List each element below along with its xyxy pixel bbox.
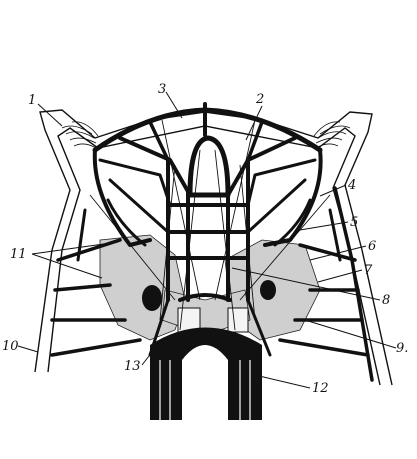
label-6: 6: [368, 239, 376, 254]
label-5: 5: [350, 215, 358, 230]
right-tuft: [313, 121, 351, 149]
label-7: 7: [364, 263, 373, 278]
nerve-fibers: [89, 119, 331, 331]
label-8: 8: [382, 293, 390, 308]
label-4: 4: [347, 178, 356, 193]
tissue-masses: [99, 234, 321, 341]
label-11: 11: [10, 247, 27, 262]
label-1: 1: [28, 93, 36, 108]
lower-stems: [150, 327, 262, 420]
left-tuft: [61, 121, 99, 149]
label-12: 12: [312, 381, 329, 396]
label-2: 2: [255, 92, 264, 107]
label-10: 10: [2, 339, 19, 354]
labels: 1 2 3 4 5 6 7 8 9. 10 11 12 13: [2, 82, 408, 396]
label-3: 3: [158, 82, 166, 97]
leader-lines: [17, 91, 397, 389]
label-13: 13: [124, 359, 141, 374]
label-9: 9.: [396, 341, 408, 356]
